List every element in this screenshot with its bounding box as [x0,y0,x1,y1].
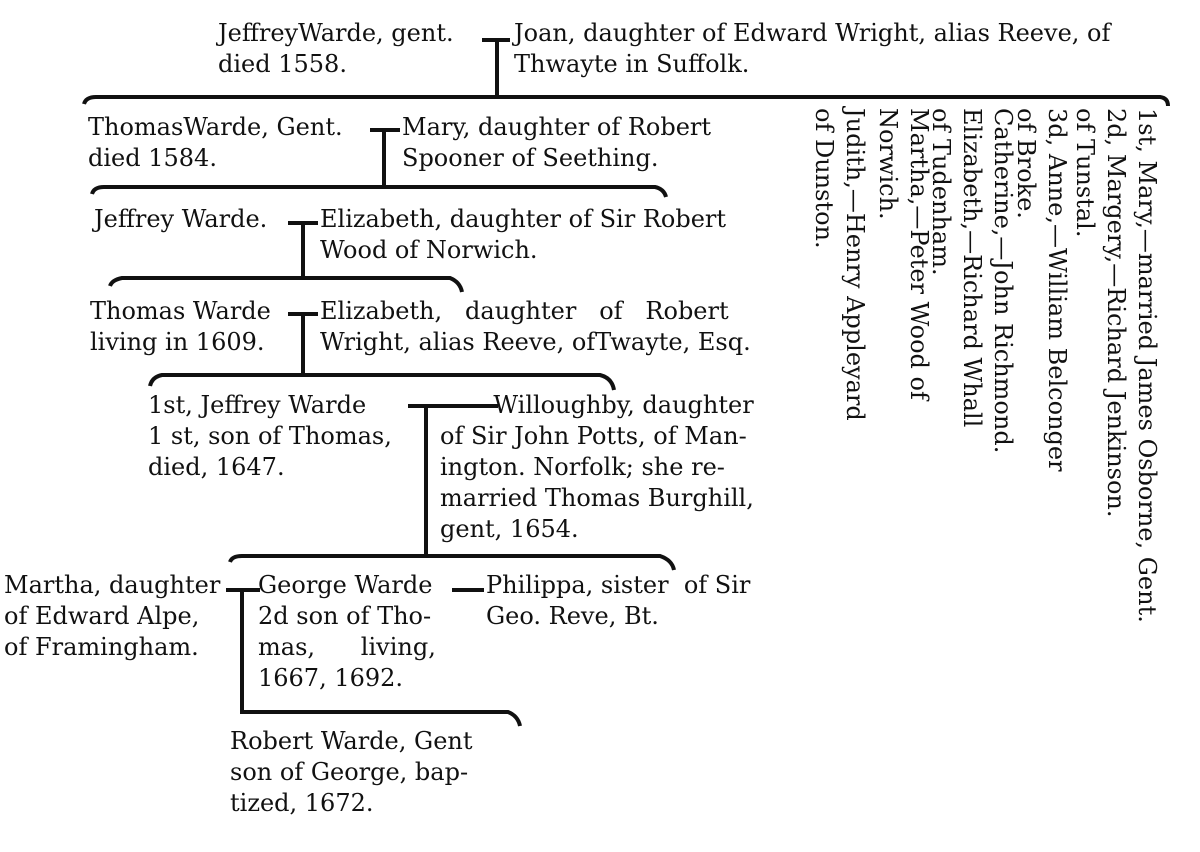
bracket-gen3 [90,185,668,198]
person-george-warde: George Warde 2d son of Tho- mas, living,… [258,571,436,692]
descent-line-gen4 [301,314,305,376]
sibling-mary-margery: 1st, Mary,—married James Osborne, Gent. … [1071,108,1161,623]
descent-line-gen2 [382,130,386,188]
person-martha-alpe: Martha, daughter of Edward Alpe, of Fram… [4,571,221,661]
descent-line-gen6 [240,590,244,714]
bracket-gen5 [148,373,616,391]
person-joan-wright: Joan, daughter of Edward Wright, alias R… [514,19,1111,78]
person-mary-spooner: Mary, daughter of Robert Spooner of Seet… [402,113,712,172]
sibling-martha: Martha,—Peter Wood of Norwich. [874,108,933,400]
person-jeffrey-warde-gen3: Jeffrey Warde. [94,205,268,233]
person-willoughby-potts: Willoughby, daughter of Sir John Potts, … [440,391,754,543]
sibling-catherine-elizabeth: Catherine,—John Richmond. Elizabeth,—Ric… [927,108,1017,454]
sibling-judith: Judith,—Henry Appleyard of Dunston. [810,108,869,421]
descent-line-gen1 [495,40,499,98]
person-robert-warde: Robert Warde, Gent son of George, bap- t… [230,727,473,817]
sibling-anne: 3d, Anne,—William Belconger of Broke. [1012,108,1071,472]
person-elizabeth-wright: Elizabeth, daughter of Robert Wright, al… [320,297,751,356]
bracket-gen4 [108,276,464,293]
descent-line-gen3 [301,223,305,279]
marriage-line-gen5 [408,404,498,408]
bracket-gen7 [240,710,522,727]
person-jeffrey-warde-gen5: 1st, Jeffrey Warde 1 st, son of Thomas, … [148,391,392,481]
marriage-line-gen6-right [452,588,484,592]
bracket-gen2 [82,95,1170,107]
person-thomas-warde-gen2: ThomasWarde, Gent. died 1584. [88,113,343,172]
bracket-gen6 [228,554,676,571]
person-elizabeth-wood: Elizabeth, daughter of Sir Robert Wood o… [320,205,727,264]
person-philippa-reve: Philippa, sister of Sir Geo. Reve, Bt. [486,571,751,630]
descent-line-gen5 [424,406,428,558]
person-jeffrey-warde-gen1: JeffreyWarde, gent. died 1558. [218,19,454,78]
person-thomas-warde-gen4: Thomas Warde living in 1609. [90,297,271,356]
